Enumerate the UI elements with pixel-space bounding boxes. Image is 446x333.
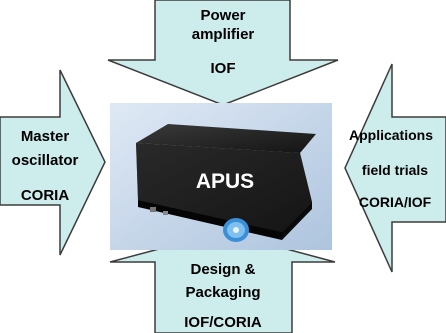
top-arrow-line1: Power bbox=[200, 7, 246, 24]
left-arrow-line1: Master bbox=[20, 128, 70, 145]
center-title: APUS bbox=[195, 170, 255, 193]
arrow-top bbox=[107, 0, 339, 106]
right-arrow-line2: field trials bbox=[361, 162, 429, 178]
right-arrow-line1: Applications bbox=[348, 127, 433, 143]
apus-device-photo bbox=[110, 103, 332, 250]
right-arrow-line3: CORIA/IOF bbox=[358, 194, 432, 210]
bottom-arrow-line1: Design & bbox=[190, 261, 256, 278]
bottom-arrow-line2: Packaging bbox=[185, 284, 261, 301]
cd-disk-icon bbox=[223, 218, 249, 242]
arrow-bottom bbox=[109, 231, 336, 333]
arrow-left bbox=[0, 69, 106, 256]
left-arrow-line3: CORIA bbox=[20, 187, 70, 204]
top-arrow-line3: IOF bbox=[210, 60, 236, 77]
left-arrow-line2: oscillator bbox=[11, 152, 79, 169]
top-arrow-line2: amplifier bbox=[191, 26, 255, 43]
bottom-arrow-line3: IOF/CORIA bbox=[184, 314, 262, 331]
arrow-right bbox=[344, 63, 446, 273]
